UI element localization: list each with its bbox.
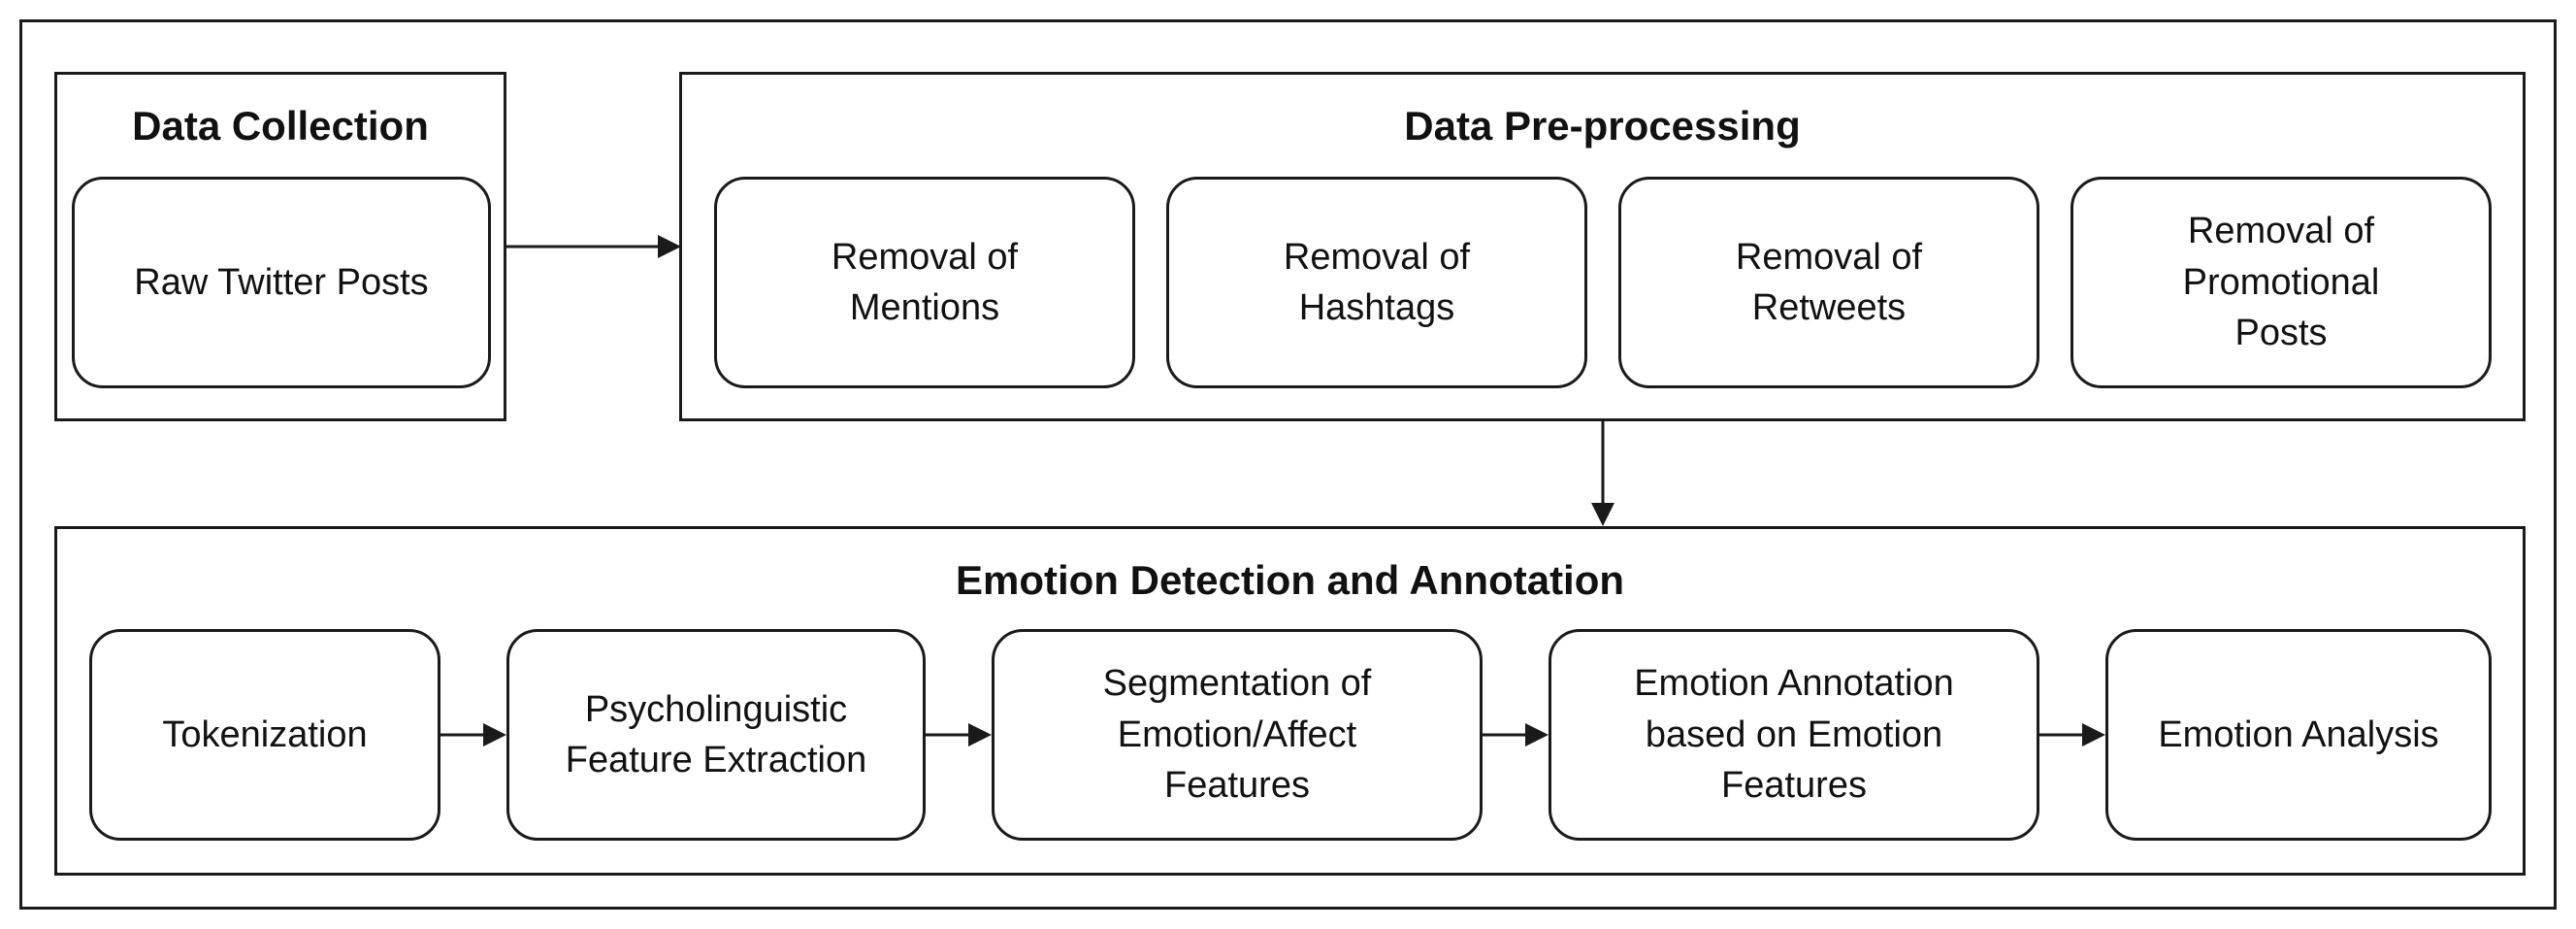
node-label: Removal of Hashtags [1283,236,1471,328]
removal-of-mentions-node: Removal of Mentions [714,177,1135,388]
removal-of-promotional-posts-node: Removal of Promotional Posts [2071,177,2492,388]
node-label: Removal of Promotional Posts [2182,211,2380,354]
data-preprocessing-title: Data Pre-processing [1404,103,1801,149]
node-label: Raw Twitter Posts [134,261,429,303]
node-label: Tokenization [162,713,368,755]
emotion-detection-title: Emotion Detection and Annotation [955,557,1625,603]
data-collection-title: Data Collection [132,103,429,149]
node-label: Removal of Mentions [831,236,1019,328]
emotion-annotation-node: Emotion Annotation based on Emotion Feat… [1549,629,2039,841]
node-label: Segmentation of Emotion/Affect Features [1102,663,1372,807]
removal-of-hashtags-node: Removal of Hashtags [1166,177,1587,388]
raw-twitter-posts-node: Raw Twitter Posts [72,177,491,388]
psycholinguistic-feature-extraction-node: Psycholinguistic Feature Extraction [506,629,926,841]
segmentation-node: Segmentation of Emotion/Affect Features [992,629,1483,841]
node-label: Emotion Analysis [2158,713,2439,755]
node-label: Removal of Retweets [1735,236,1923,328]
emotion-analysis-node: Emotion Analysis [2105,629,2492,841]
tokenization-node: Tokenization [89,629,440,841]
node-label: Psycholinguistic Feature Extraction [565,688,867,780]
node-label: Emotion Annotation based on Emotion Feat… [1634,663,1954,807]
removal-of-retweets-node: Removal of Retweets [1618,177,2039,388]
